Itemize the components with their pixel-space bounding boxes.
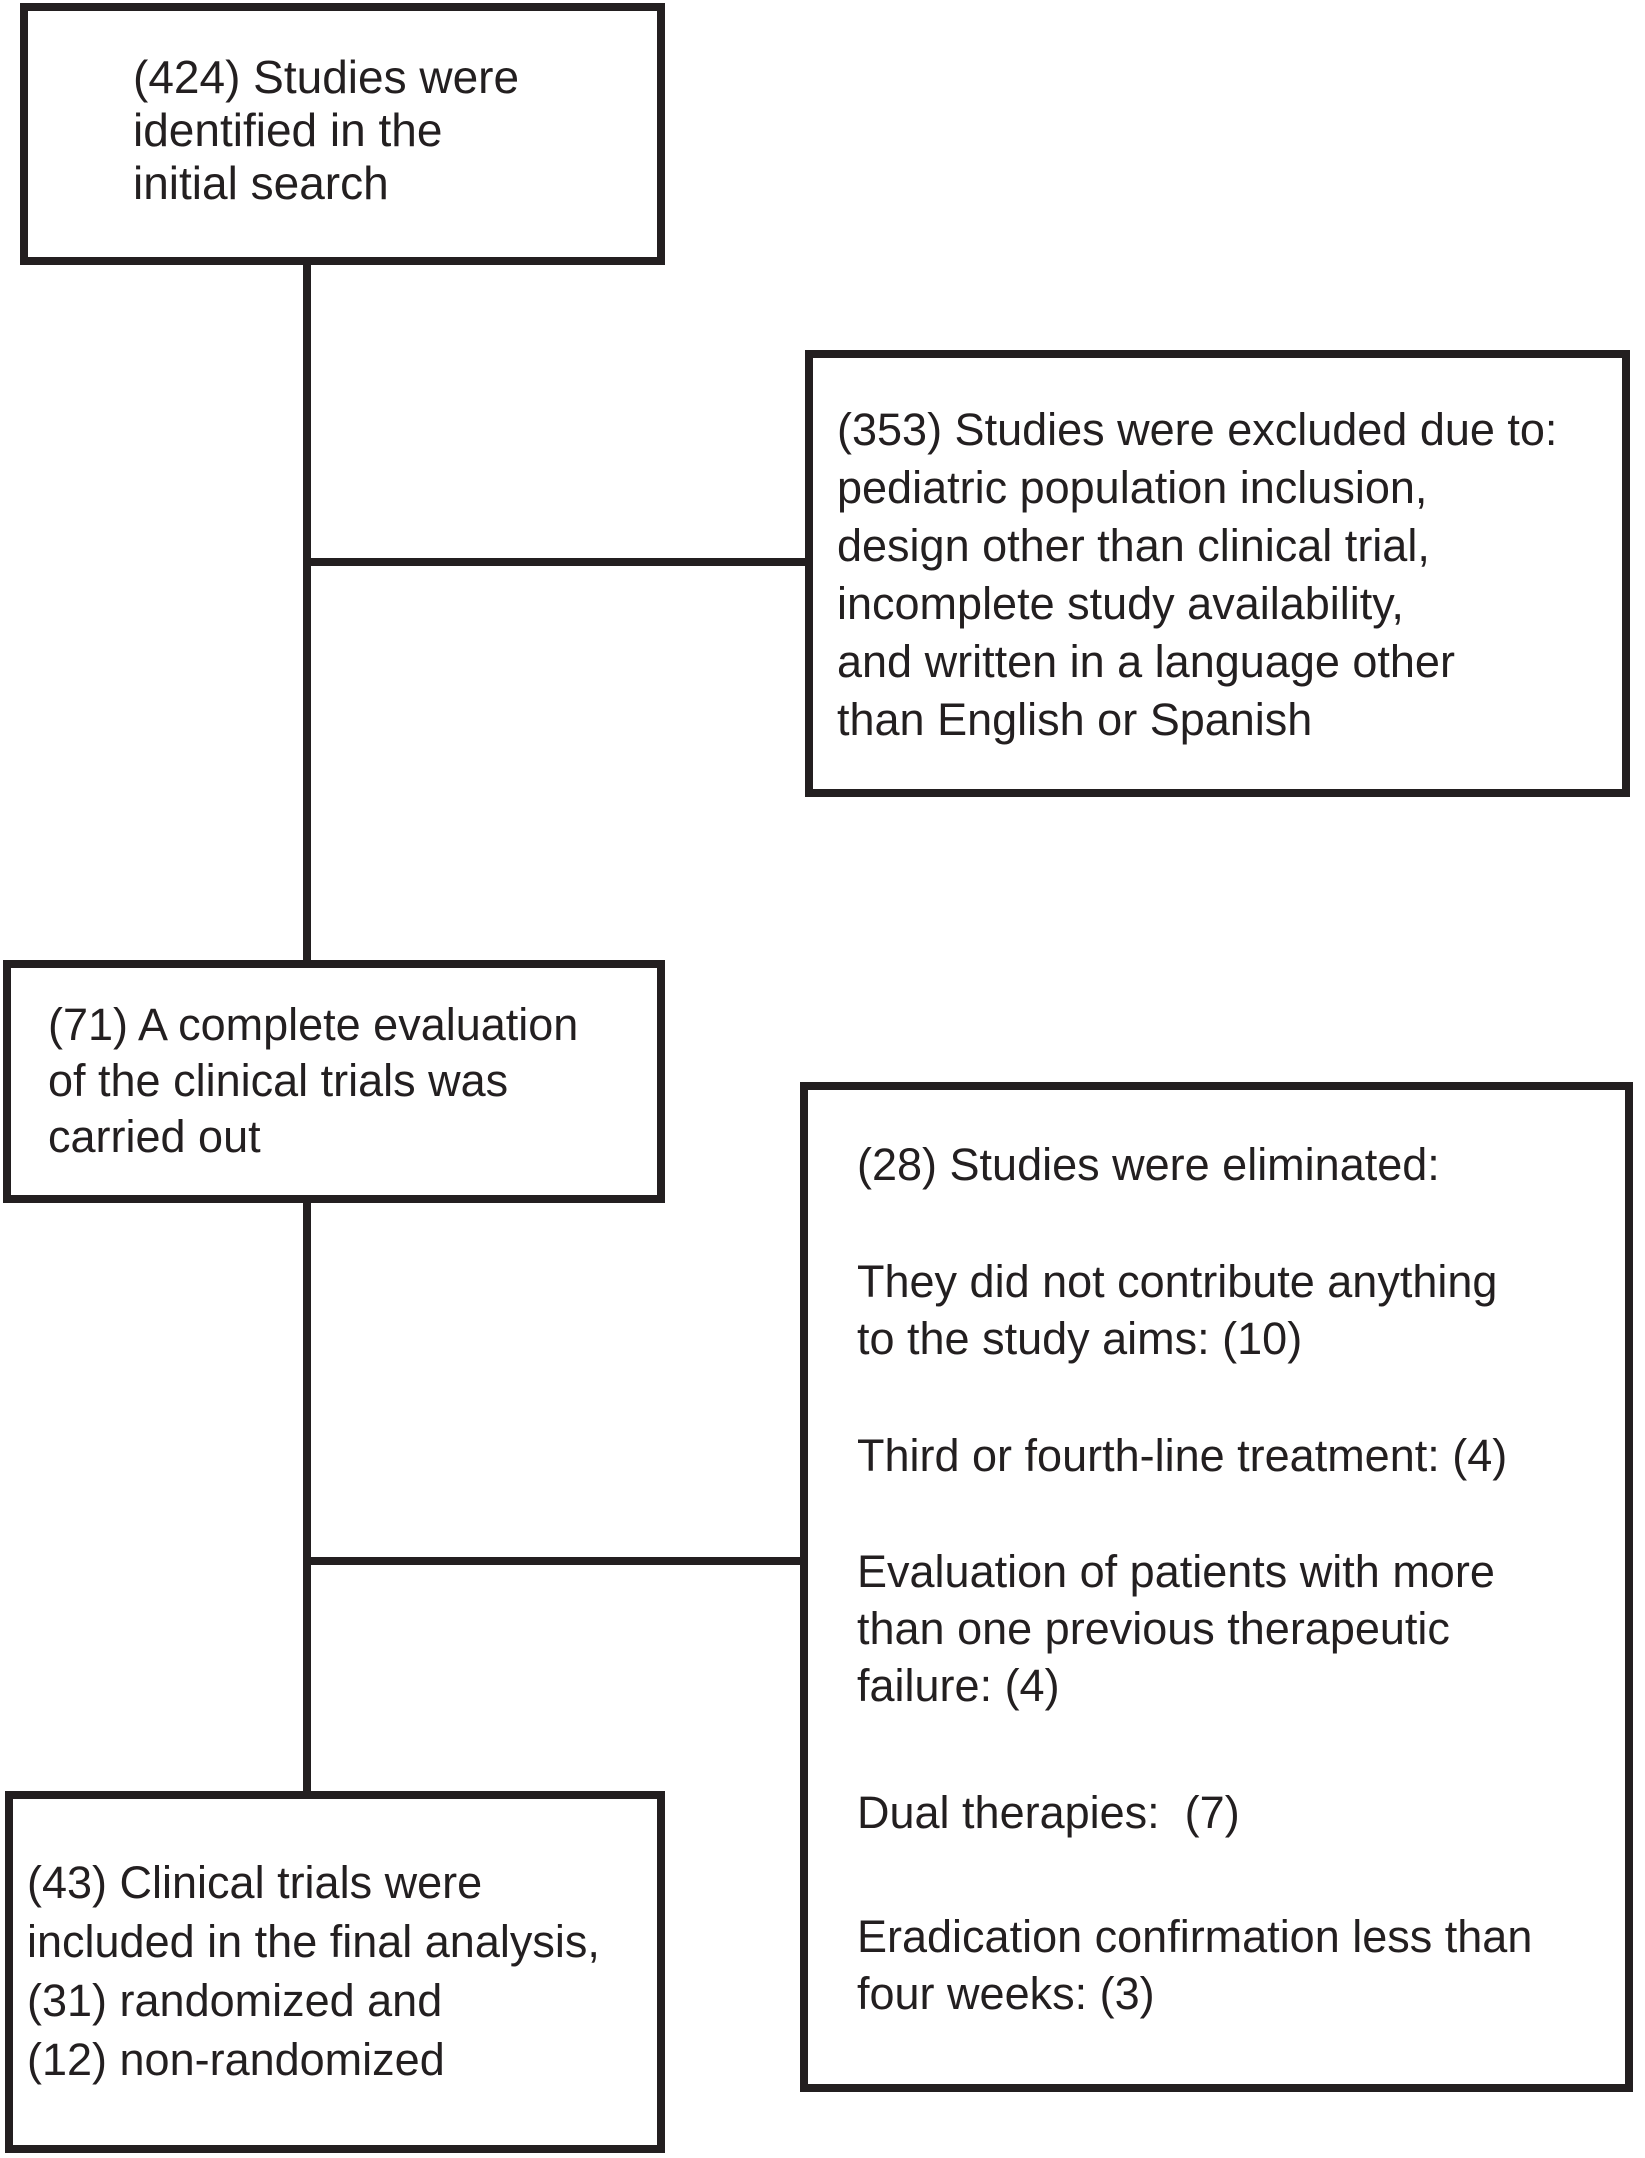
box-complete-evaluation-text: (71) A complete evaluation of the clinic… <box>48 999 579 1162</box>
box-initial-search: (424) Studies were identified in the ini… <box>20 3 665 265</box>
eliminated-reason-eradication-confirmation: Eradication confirmation less than four … <box>857 1911 1533 2019</box>
box-complete-evaluation: (71) A complete evaluation of the clinic… <box>3 960 665 1203</box>
connector-initial-to-evaluation <box>303 261 311 964</box>
eliminated-reason-dual-therapies: Dual therapies: (7) <box>857 1787 1240 1838</box>
box-initial-search-text: (424) Studies were identified in the ini… <box>133 51 520 209</box>
branch-to-excluded-box <box>303 558 809 566</box>
box-studies-eliminated-heading: (28) Studies were eliminated: <box>857 1139 1440 1190</box>
box-studies-excluded-text: (353) Studies were excluded due to: pedi… <box>837 404 1558 745</box>
box-studies-excluded: (353) Studies were excluded due to: pedi… <box>805 350 1630 797</box>
branch-to-eliminated-box <box>303 1557 804 1565</box>
eliminated-reason-third-fourth-line: Third or fourth-line treatment: (4) <box>857 1430 1508 1481</box>
box-studies-eliminated: (28) Studies were eliminated: They did n… <box>800 1082 1633 2092</box>
box-final-analysis: (43) Clinical trials were included in th… <box>5 1791 665 2153</box>
connector-evaluation-to-final <box>303 1199 311 1795</box>
eliminated-reason-previous-failure: Evaluation of patients with more than on… <box>857 1546 1495 1711</box>
box-final-analysis-text: (43) Clinical trials were included in th… <box>27 1857 600 2085</box>
eliminated-reason-no-contribution: They did not contribute anything to the … <box>857 1256 1498 1364</box>
